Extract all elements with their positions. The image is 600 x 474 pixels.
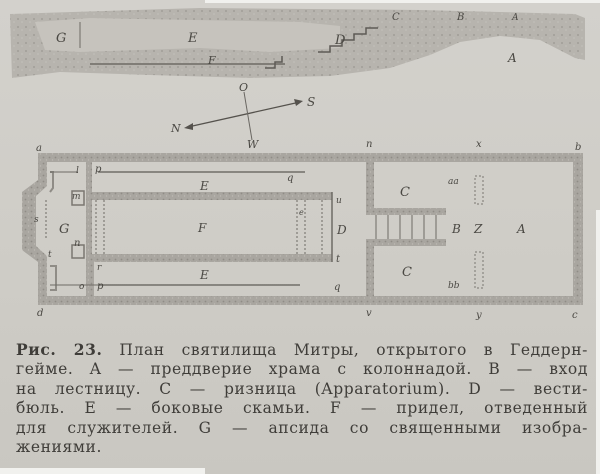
- point-label-m: m: [72, 192, 81, 202]
- point-label-s: s: [34, 215, 39, 225]
- compass-north-arrow-icon: [184, 123, 193, 130]
- caption-line-6: жениями.: [16, 438, 102, 457]
- room-label-C-bottom: C: [402, 265, 412, 280]
- room-label-B: B: [451, 222, 461, 236]
- wall-east: [573, 153, 583, 305]
- scan-edge-top: [205, 0, 600, 3]
- section-steps-2: [318, 27, 378, 53]
- caption-line-2: гейме. A — преддверие храма с колоннадой…: [16, 360, 588, 379]
- figure-caption: Рис. 23. План святилища Митры, открытого…: [16, 340, 588, 457]
- point-label-aa: aa: [448, 177, 459, 187]
- point-label-e: e: [299, 208, 304, 217]
- point-label-q-top: q: [287, 173, 293, 184]
- section-label-A-top: A: [511, 13, 519, 23]
- bench-wall-top: [92, 192, 332, 200]
- caption-line-4: бюль. E — боковые скамьи. F — придел, от…: [16, 399, 588, 418]
- caption-text-1: План святилища Митры, открытого в Геддер…: [119, 341, 588, 359]
- stair-treads: [375, 215, 437, 239]
- dotted-steps: [95, 200, 323, 254]
- altar-m: [71, 190, 85, 206]
- compass-label-east: O: [239, 81, 248, 94]
- compass-label-north: N: [170, 122, 181, 135]
- stair-wall-bottom: [366, 239, 446, 246]
- wall-south: [38, 296, 583, 305]
- room-label-E-top: E: [199, 179, 209, 193]
- section-label-G: G: [56, 31, 66, 46]
- section-cavity: [35, 18, 340, 52]
- altar-n: [71, 244, 85, 259]
- point-label-bb: bb: [448, 281, 460, 291]
- room-label-C-top: C: [400, 185, 410, 200]
- wall-nv-lower: [366, 246, 374, 296]
- wall-north: [38, 153, 583, 162]
- section-view: G E F D C B A A: [10, 8, 585, 78]
- stair-wall-top: [366, 208, 446, 215]
- caption-line-1: Рис. 23. План святилища Митры, открытого…: [16, 340, 588, 360]
- corner-label-a: a: [36, 143, 42, 154]
- corner-label-b: b: [575, 142, 581, 153]
- floor-plan: a b c d n v x y p p q q l m n o r t t u …: [22, 139, 583, 321]
- scan-edge-bottom: [0, 468, 205, 474]
- room-label-F: F: [197, 221, 207, 235]
- caption-line-5: для служителей. G — апсида со священными…: [16, 418, 588, 437]
- room-label-D: D: [336, 223, 347, 237]
- point-label-o: o: [79, 282, 85, 292]
- point-label-n: n: [366, 139, 372, 150]
- section-label-A: A: [507, 51, 517, 65]
- bench-wall-bottom: [92, 254, 332, 262]
- room-label-E-bottom: E: [199, 268, 209, 282]
- point-label-x: x: [476, 139, 482, 150]
- section-label-F: F: [207, 54, 216, 67]
- caption-line-3: на лестницу. C — ризница (Apparatorium).…: [16, 379, 588, 398]
- point-label-v: v: [366, 308, 372, 319]
- section-label-E: E: [187, 31, 198, 46]
- apse-niche-lower: [50, 265, 57, 291]
- section-steps-1: [265, 56, 283, 69]
- point-label-u: u: [336, 196, 342, 206]
- point-label-r: r: [97, 263, 102, 273]
- compass-label-west: W: [247, 138, 260, 151]
- compass-ew-axis: [243, 91, 253, 141]
- point-label-p-bottom: p: [97, 281, 104, 292]
- section-label-C: C: [392, 12, 400, 23]
- section-label-B: B: [456, 12, 464, 23]
- section-label-D: D: [334, 33, 346, 48]
- point-label-p-top: p: [95, 164, 102, 175]
- wall-apse: [22, 153, 47, 305]
- point-label-q-bottom: q: [334, 282, 340, 293]
- scan-edge-right: [596, 210, 600, 474]
- point-label-t-right: t: [336, 254, 341, 265]
- point-label-y: y: [475, 310, 482, 321]
- compass-south-arrow-icon: [294, 99, 303, 106]
- wall-apse-divider: [86, 162, 92, 258]
- compass-rose: O S N W: [170, 81, 315, 151]
- column-base-aa: [474, 175, 484, 205]
- column-base-bb: [474, 251, 484, 289]
- compass-ns-axis: [187, 101, 301, 128]
- corner-label-c: c: [572, 310, 578, 321]
- point-label-l: l: [76, 166, 79, 176]
- wall-nv-upper: [366, 162, 374, 208]
- room-label-Z: Z: [473, 222, 483, 236]
- room-label-G: G: [59, 222, 69, 237]
- room-label-A: A: [516, 222, 526, 236]
- corner-label-d: d: [37, 308, 43, 319]
- point-label-n-small: n: [74, 238, 80, 249]
- apse-niche-upper: [49, 171, 54, 193]
- figure-number: Рис. 23.: [16, 340, 103, 359]
- point-label-t-left: t: [48, 250, 52, 260]
- compass-label-south: S: [307, 95, 315, 109]
- wall-apse-divider-lower: [86, 258, 94, 296]
